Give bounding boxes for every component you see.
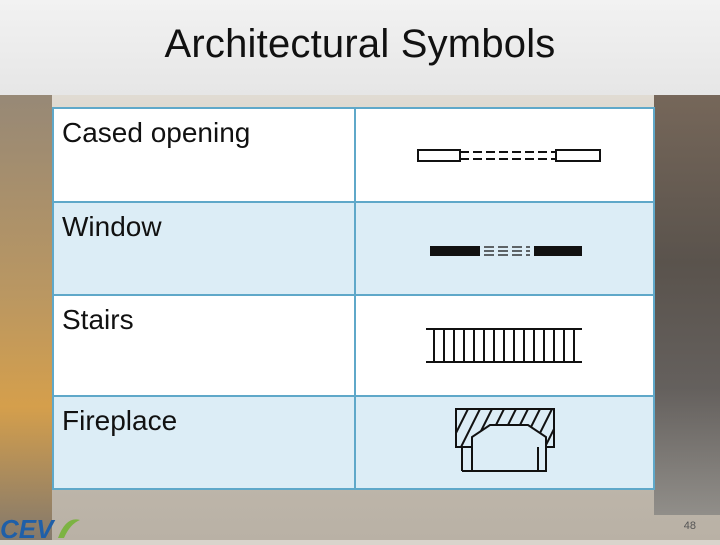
window-symbol-icon [356,203,653,294]
symbol-label-stairs: Stairs [54,296,356,395]
table-row: Stairs [54,296,653,397]
table-row: Fireplace [54,397,653,488]
symbols-table: Cased opening Window Stairs [52,107,655,490]
slide-title: Architectural Symbols [164,22,556,66]
symbol-label-window: Window [54,203,356,294]
table-row: Window [54,203,653,296]
background-photo-right [654,95,720,515]
cev-logo: CEV [0,512,82,544]
stairs-symbol-icon [356,296,653,395]
cased-opening-symbol-icon [356,109,653,201]
background-photo-left [0,95,52,540]
symbol-label-cased-opening: Cased opening [54,109,356,201]
title-band: Architectural Symbols [0,0,720,95]
symbol-label-fireplace: Fireplace [54,397,356,488]
svg-text:CEV: CEV [0,514,56,540]
page-number: 48 [683,520,696,532]
table-row: Cased opening [54,109,653,203]
fireplace-symbol-icon [356,397,653,488]
